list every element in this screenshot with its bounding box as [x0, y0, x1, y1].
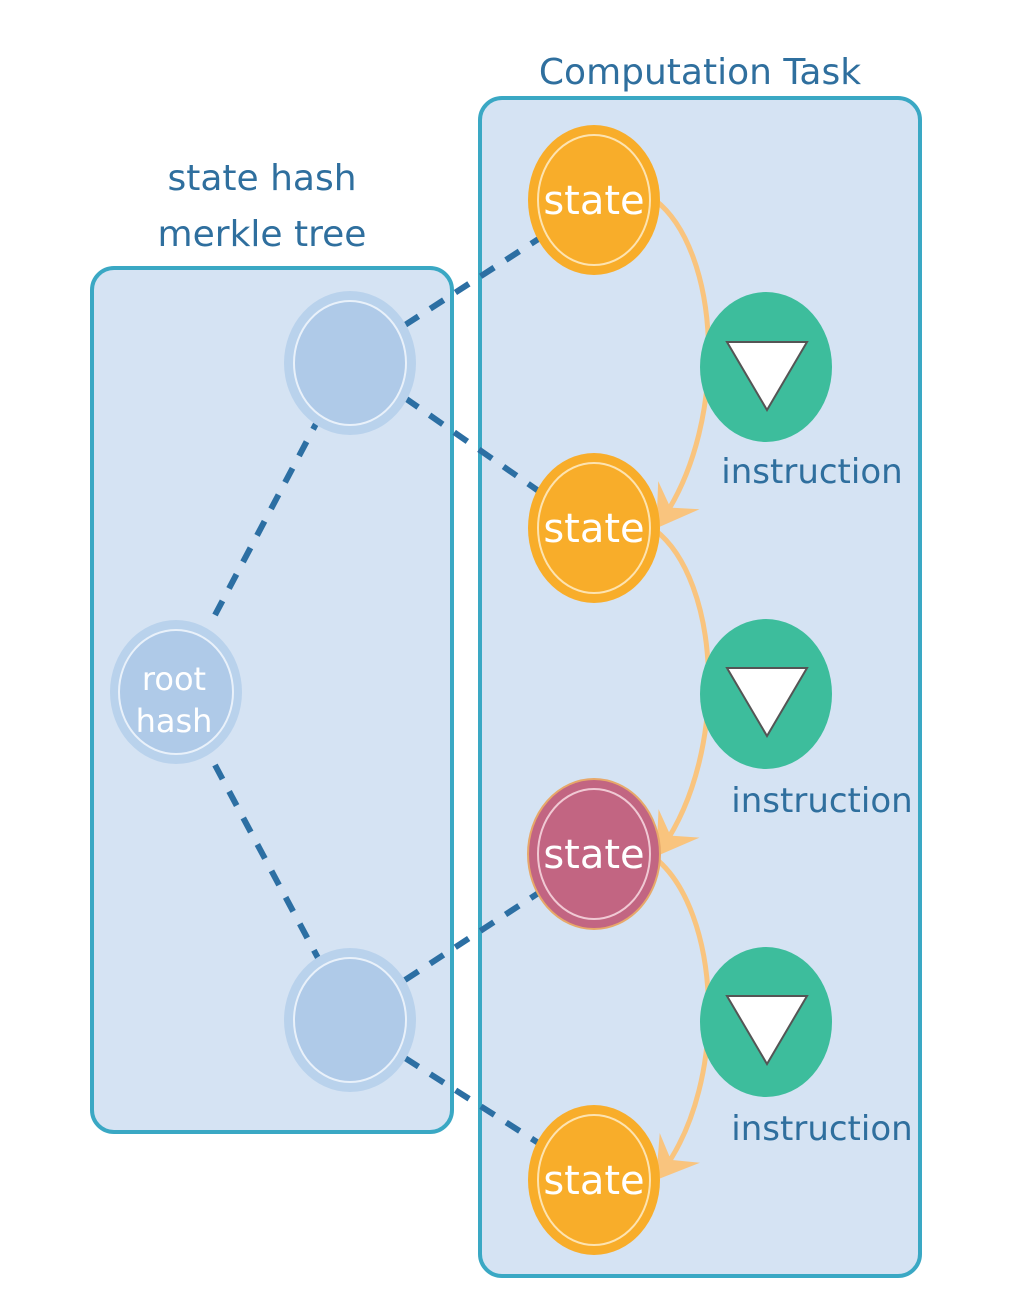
- link-lower-to-state3: [403, 889, 542, 983]
- link-root-to-upper-node: [212, 418, 321, 617]
- instruction-node: instruction: [700, 292, 903, 492]
- instruction-label: instruction: [731, 781, 912, 821]
- state-label: state: [543, 506, 644, 552]
- link-lower-to-state4: [403, 1055, 542, 1147]
- left-group-title-line1: state hash: [167, 158, 356, 199]
- state-node: state: [528, 125, 660, 275]
- root-hash-label-line1: root: [142, 660, 206, 698]
- merkle-links: [212, 235, 542, 1147]
- merkle-tree-panel: [90, 266, 454, 1134]
- triangle-down-icon: [725, 667, 809, 738]
- right-group-title: Computation Task: [539, 52, 861, 93]
- lower-hash-node: [284, 948, 416, 1092]
- triangle-down-icon: [725, 341, 809, 412]
- upper-hash-node: [284, 291, 416, 435]
- state-node: state: [528, 1105, 660, 1255]
- state-label: state: [543, 178, 644, 224]
- state-label: state: [543, 832, 644, 878]
- left-group-title-line2: merkle tree: [158, 214, 367, 255]
- instruction-node: instruction: [700, 619, 913, 821]
- link-upper-to-state1: [403, 235, 542, 328]
- state-node: state: [528, 453, 660, 603]
- state-node-highlighted: state: [527, 778, 661, 930]
- root-hash-node: root hash: [110, 620, 242, 764]
- link-root-to-lower-node: [212, 763, 321, 960]
- root-hash-label-line2: hash: [136, 702, 213, 740]
- triangle-down-icon: [725, 995, 809, 1066]
- instruction-label: instruction: [721, 452, 902, 492]
- state-label: state: [543, 1158, 644, 1204]
- instruction-node: instruction: [700, 947, 913, 1149]
- instruction-label: instruction: [731, 1109, 912, 1149]
